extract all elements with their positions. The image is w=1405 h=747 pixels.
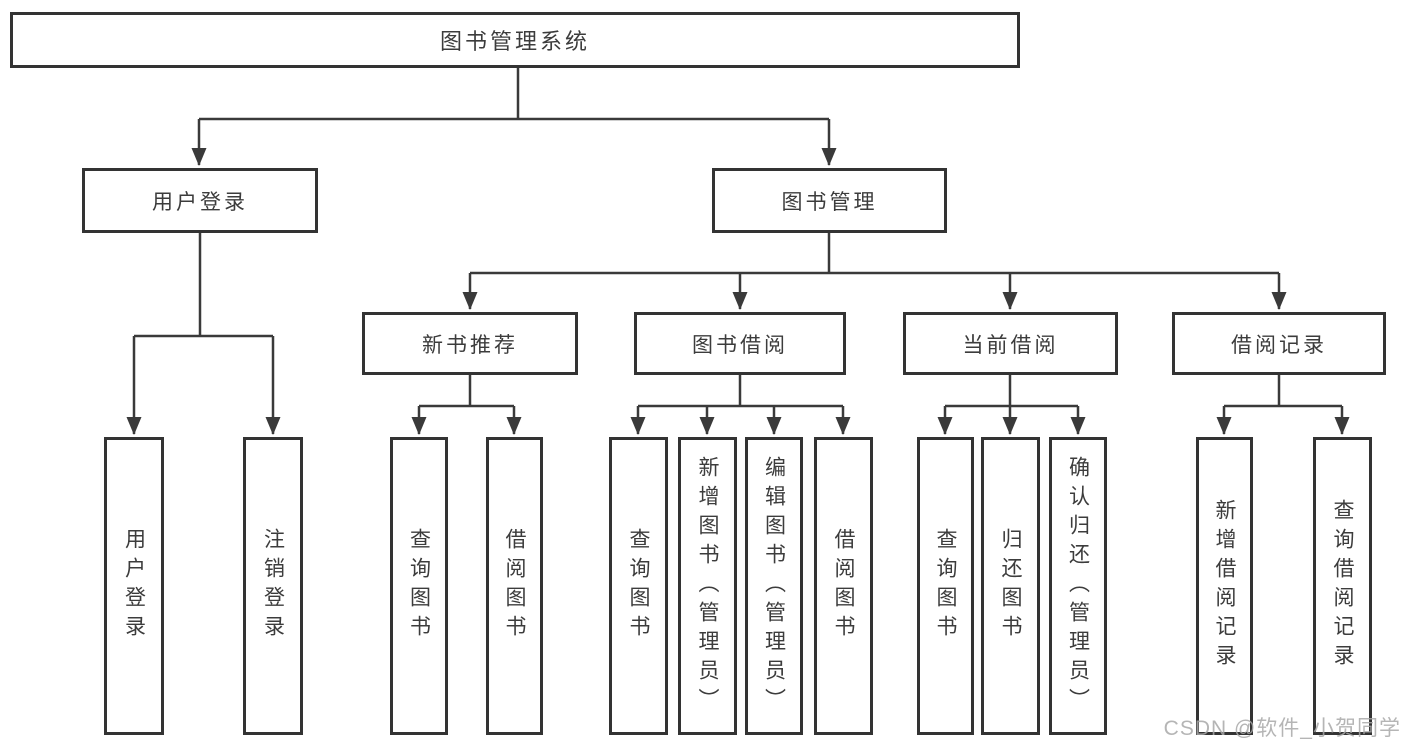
leaf-confirm-return-admin-label: 确认归还（管理员） — [1066, 455, 1090, 717]
leaf-edit-books-admin-label: 编辑图书（管理员） — [762, 455, 786, 717]
node-borrowing-records: 借阅记录 — [1172, 312, 1386, 375]
node-user-login: 用户登录 — [82, 168, 318, 233]
leaf-add-books-admin-label: 新增图书（管理员） — [696, 455, 719, 717]
leaf-user-login-label: 用户登录 — [122, 528, 146, 644]
leaf-query-books-current-label: 查询图书 — [934, 528, 957, 644]
leaf-query-books-current: 查询图书 — [917, 437, 974, 735]
connector-book-mgmt-stem — [470, 233, 1279, 275]
leaf-return-books-label: 归还图书 — [999, 528, 1022, 644]
leaf-confirm-return-admin: 确认归还（管理员） — [1049, 437, 1107, 735]
node-library-management-system: 图书管理系统 — [10, 12, 1020, 68]
connector-current-borrow-stem — [945, 375, 1078, 408]
leaf-user-login: 用户登录 — [104, 437, 164, 735]
connector-borrow-records-stem — [1224, 375, 1342, 408]
leaf-borrow-books-recommend-label: 借阅图书 — [503, 528, 526, 644]
node-current-borrowing: 当前借阅 — [903, 312, 1118, 375]
leaf-logout-login-label: 注销登录 — [261, 528, 285, 644]
leaf-query-books-borrowing-label: 查询图书 — [627, 528, 650, 644]
leaf-borrow-books-borrowing: 借阅图书 — [814, 437, 873, 735]
connector-user-login-stem — [134, 233, 273, 338]
leaf-logout-login: 注销登录 — [243, 437, 303, 735]
leaf-return-books: 归还图书 — [981, 437, 1040, 735]
node-book-management: 图书管理 — [712, 168, 947, 233]
leaf-add-borrow-record: 新增借阅记录 — [1196, 437, 1253, 735]
connector-root-stem — [199, 68, 829, 121]
leaf-add-books-admin: 新增图书（管理员） — [678, 437, 737, 735]
leaf-query-books-borrowing: 查询图书 — [609, 437, 668, 735]
leaf-edit-books-admin: 编辑图书（管理员） — [745, 437, 803, 735]
connector-new-book-rec-stem — [419, 375, 514, 408]
node-new-book-recommendation: 新书推荐 — [362, 312, 578, 375]
connector-book-borrow-stem — [638, 375, 843, 408]
leaf-query-borrow-record: 查询借阅记录 — [1313, 437, 1372, 735]
leaf-borrow-books-borrowing-label: 借阅图书 — [832, 528, 855, 644]
node-book-borrowing: 图书借阅 — [634, 312, 846, 375]
leaf-query-books-recommend-label: 查询图书 — [407, 528, 431, 644]
leaf-borrow-books-recommend: 借阅图书 — [486, 437, 543, 735]
leaf-query-books-recommend: 查询图书 — [390, 437, 448, 735]
csdn-watermark: CSDN @软件_小贺同学 — [1163, 717, 1401, 740]
leaf-query-borrow-record-label: 查询借阅记录 — [1331, 499, 1354, 673]
leaf-add-borrow-record-label: 新增借阅记录 — [1213, 499, 1236, 673]
